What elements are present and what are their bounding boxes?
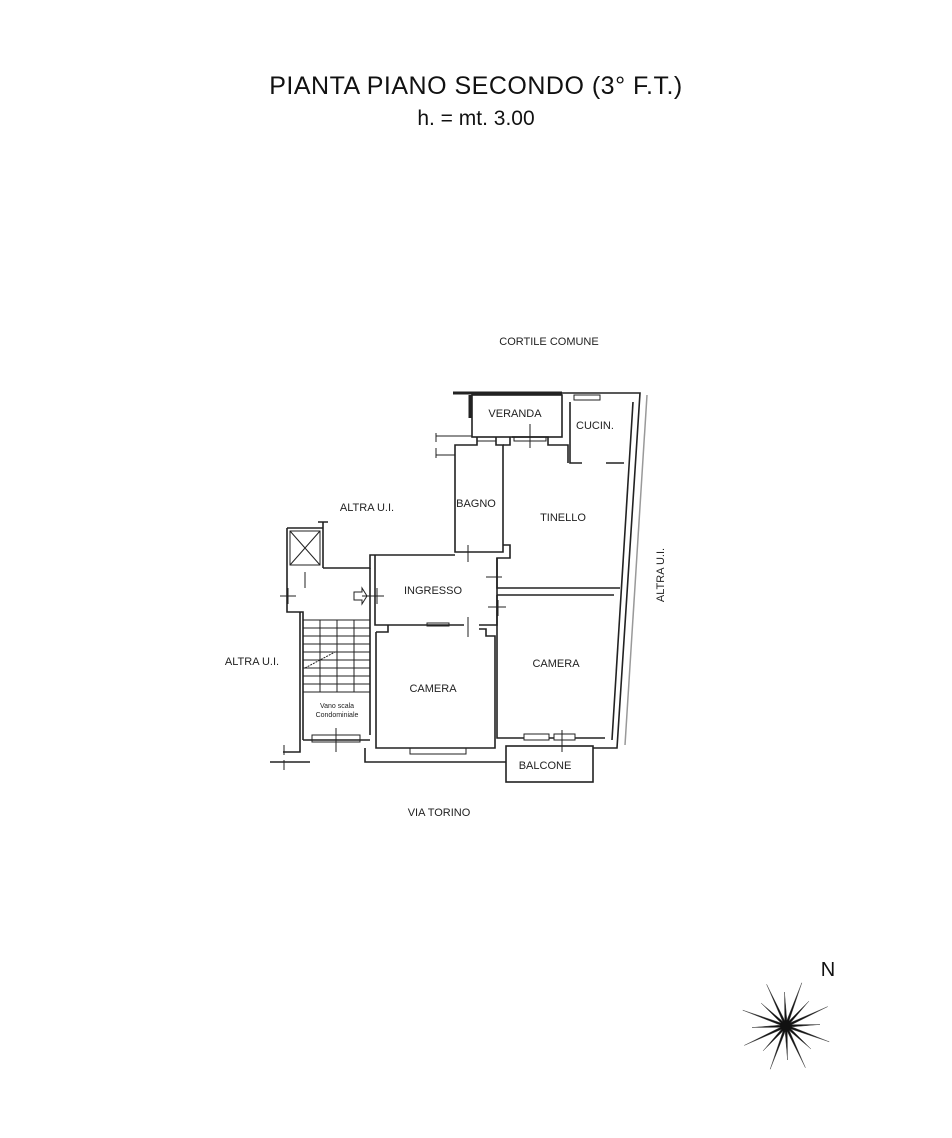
room-ingresso: INGRESSO [404,585,463,597]
room-bagno: BAGNO [456,498,496,510]
room-camera-left: CAMERA [409,683,457,695]
compass-north-label: N [821,959,835,981]
labels: CORTILE COMUNE VIA TORINO ALTRA U.I. ALT… [225,336,667,819]
label-altra-east: ALTRA U.I. [655,548,667,602]
stair-label-1: Vano scala [320,703,354,710]
compass: N [742,959,835,1070]
label-via: VIA TORINO [408,807,471,819]
stair-treads [303,619,370,693]
room-camera-right: CAMERA [532,658,580,670]
plan-title: PIANTA PIANO SECONDO (3° F.T.) [269,72,683,100]
room-veranda: VERANDA [488,408,542,420]
room-balcone: BALCONE [519,760,572,772]
label-cortile: CORTILE COMUNE [499,336,598,348]
label-altra-west: ALTRA U.I. [225,656,279,668]
room-cucina: CUCIN. [576,420,614,432]
label-altra-northwest: ALTRA U.I. [340,502,394,514]
walls [270,391,648,783]
room-tinello: TINELLO [540,512,586,524]
stair-label-2: Condominiale [316,712,359,719]
compass-rose-icon [742,982,830,1070]
entrance-arrow-icon [353,586,368,606]
ceiling-height: h. = mt. 3.00 [417,107,535,130]
